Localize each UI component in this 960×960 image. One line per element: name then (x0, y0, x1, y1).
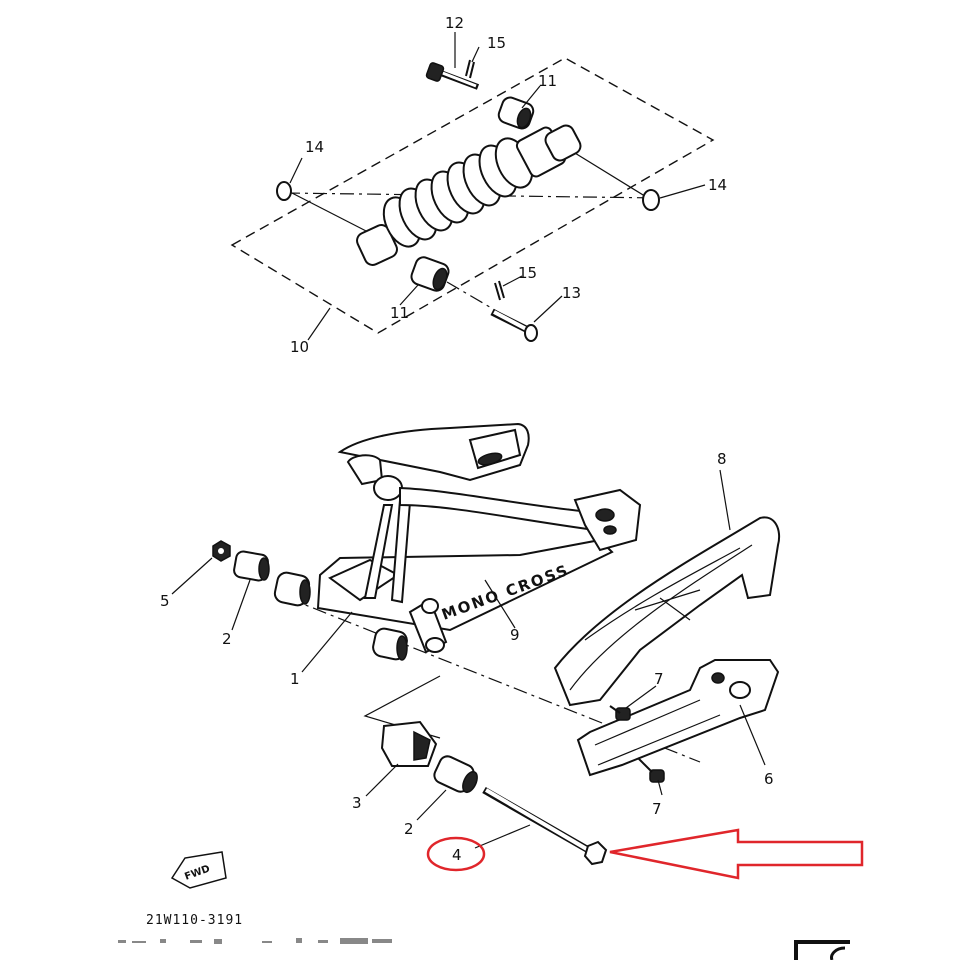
leader-8 (719, 469, 731, 531)
pivot-axis-line (287, 597, 701, 763)
leader-5 (171, 557, 213, 595)
leader-14-left-axis (289, 191, 371, 234)
bolt-7-lower (637, 757, 665, 783)
swingarm-main: MONO CROSS (316, 486, 642, 654)
swingarm-assembly: MONO CROSS (160, 422, 780, 866)
leader-15-top (471, 46, 480, 63)
leader-1 (301, 611, 353, 673)
leader-13 (533, 295, 563, 323)
callout-1: 1 (290, 670, 300, 688)
bushing-11-top (497, 96, 535, 130)
leader-2-upper (231, 579, 251, 631)
callout-2-upper: 2 (222, 630, 232, 648)
callout-3: 3 (352, 794, 362, 812)
diagram-code: 21W110-3191 (146, 913, 243, 928)
callout-15-top: 15 (487, 34, 506, 52)
leader-11-lower (399, 284, 419, 306)
bushing-3 (380, 720, 438, 767)
leader-9 (484, 579, 516, 629)
chain-case-8 (553, 516, 780, 707)
leader-6 (739, 704, 766, 766)
leader-7-upper (625, 685, 657, 709)
leader-14-right (659, 184, 706, 199)
callout-14-right: 14 (708, 176, 727, 194)
callout-12: 12 (445, 14, 464, 32)
callout-2-lower: 2 (404, 820, 414, 838)
fwd-indicator: FWD (170, 851, 227, 889)
bushing-2-upper (233, 550, 270, 582)
callout-7-upper: 7 (654, 670, 664, 688)
highlight-marks (426, 828, 864, 880)
shock-spring (382, 137, 534, 248)
scan-noise (118, 938, 392, 944)
shock-upper-eye (544, 124, 582, 162)
callout-4: 4 (452, 846, 462, 864)
shock-absorber (356, 124, 582, 266)
callout-14-left: 14 (305, 138, 324, 156)
callout-8: 8 (717, 450, 727, 468)
leader-14-left (289, 157, 303, 184)
bolt-7-upper (609, 705, 631, 721)
nut-5 (212, 540, 231, 562)
callout-10: 10 (290, 338, 309, 356)
pivot-shaft-4 (482, 786, 608, 866)
leader-10 (307, 307, 331, 341)
callout-13: 13 (562, 284, 581, 302)
callout-5: 5 (160, 592, 170, 610)
leader-3 (365, 763, 399, 797)
leader-14-right-axis (569, 149, 649, 199)
leader-15-lower (502, 275, 523, 287)
shock-mount-bracket (337, 422, 530, 501)
cotter-pin-15-lower (494, 280, 505, 301)
callout-15-lower: 15 (518, 264, 537, 282)
bushing-11-lower (410, 256, 450, 292)
callout-11-lower: 11 (390, 304, 409, 322)
washer-14-left (276, 181, 292, 201)
shock-axis-line (285, 192, 661, 199)
bolt-12 (425, 62, 480, 90)
assembly-frame-10 (230, 57, 715, 334)
callout-6: 6 (764, 770, 774, 788)
leader-11-top (521, 85, 541, 109)
bushing-arm-right (372, 627, 408, 661)
chain-guide-6 (576, 659, 780, 777)
shock-assembly: 12 15 11 14 14 15 13 11 10 (230, 14, 727, 356)
leader-7-lower (657, 779, 663, 796)
bushing-2-lower (433, 755, 478, 794)
highlight-circle (426, 836, 486, 872)
leader-2-lower (416, 789, 447, 821)
callout-9: 9 (510, 626, 520, 644)
callout-11-top: 11 (538, 72, 557, 90)
callout-7-lower: 7 (652, 800, 662, 818)
cotter-pin-15-top (465, 59, 475, 79)
highlight-arrow (609, 828, 864, 880)
leader-4 (474, 824, 531, 849)
bolt-13 (490, 308, 538, 342)
bushing-arm-left (273, 571, 311, 607)
washer-14-right (642, 189, 660, 211)
corner-bracket (794, 940, 850, 960)
